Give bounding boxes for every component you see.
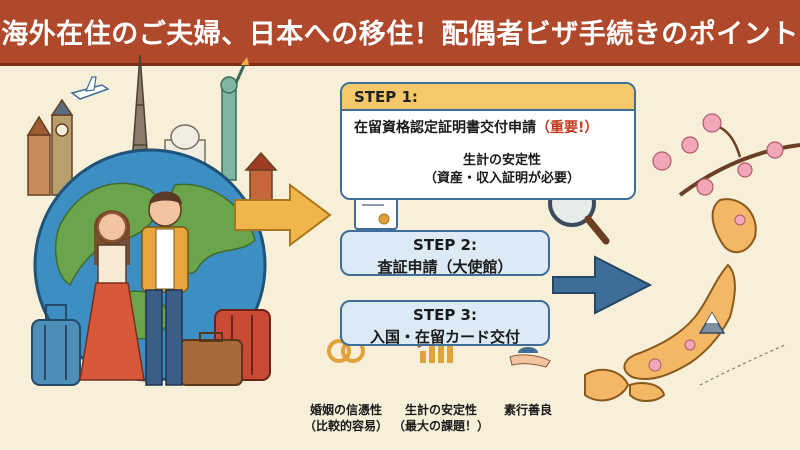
arrow-orange bbox=[234, 183, 332, 247]
step-2-label: STEP 2: bbox=[413, 236, 477, 254]
title-banner: 海外在住のご夫婦、日本への移住！配偶者ビザ手続きのポイント bbox=[0, 0, 800, 66]
step-3-box: STEP 3: 入国・在留カード交付 bbox=[340, 300, 550, 346]
step-1-important-note: （重要!） bbox=[536, 120, 599, 136]
step-2-text: 査証申請（大使館） bbox=[377, 258, 513, 276]
couple-illustration bbox=[79, 191, 189, 386]
step-1-detail-line1: 生計の安定性 bbox=[462, 153, 541, 168]
step-1-detail: 生計の安定性 （資産・収入証明が必要） bbox=[412, 152, 592, 188]
cherry-blossom-branch bbox=[652, 113, 800, 197]
requirement-marriage-line1: 婚姻の信憑性 bbox=[309, 403, 382, 417]
requirement-livelihood-line2: （最大の課題！） bbox=[392, 419, 489, 433]
step-1-box: STEP 1: 在留資格認定証明書交付申請（重要!） 生計の安定性 （資産・収入… bbox=[340, 82, 636, 200]
arrow-blue bbox=[552, 255, 653, 315]
step-1-label: STEP 1: bbox=[342, 84, 634, 111]
step-1-detail-line2: （資産・収入証明が必要） bbox=[423, 171, 580, 186]
requirement-livelihood-line1: 生計の安定性 bbox=[404, 403, 477, 417]
japan-map bbox=[584, 198, 786, 402]
step-1-text: 在留資格認定証明書交付申請 bbox=[354, 120, 536, 136]
suitcases-illustration bbox=[31, 304, 271, 386]
requirement-conduct: 素行善良 bbox=[490, 402, 566, 418]
requirement-marriage: 婚姻の信憑性 （比較的容易） bbox=[296, 402, 396, 434]
requirement-marriage-line2: （比較的容易） bbox=[303, 419, 388, 433]
airplane-icon bbox=[70, 76, 110, 100]
step-3-text: 入国・在留カード交付 bbox=[369, 328, 520, 346]
page-title: 海外在住のご夫婦、日本への移住！配偶者ビザ手続きのポイント bbox=[1, 19, 799, 50]
requirement-conduct-line1: 素行善良 bbox=[503, 403, 552, 417]
requirement-livelihood: 生計の安定性 （最大の課題！） bbox=[386, 402, 496, 434]
step-1-title: 在留資格認定証明書交付申請（重要!） bbox=[342, 111, 634, 137]
step-3-label: STEP 3: bbox=[413, 306, 477, 324]
step-2-box: STEP 2: 査証申請（大使館） bbox=[340, 230, 550, 276]
